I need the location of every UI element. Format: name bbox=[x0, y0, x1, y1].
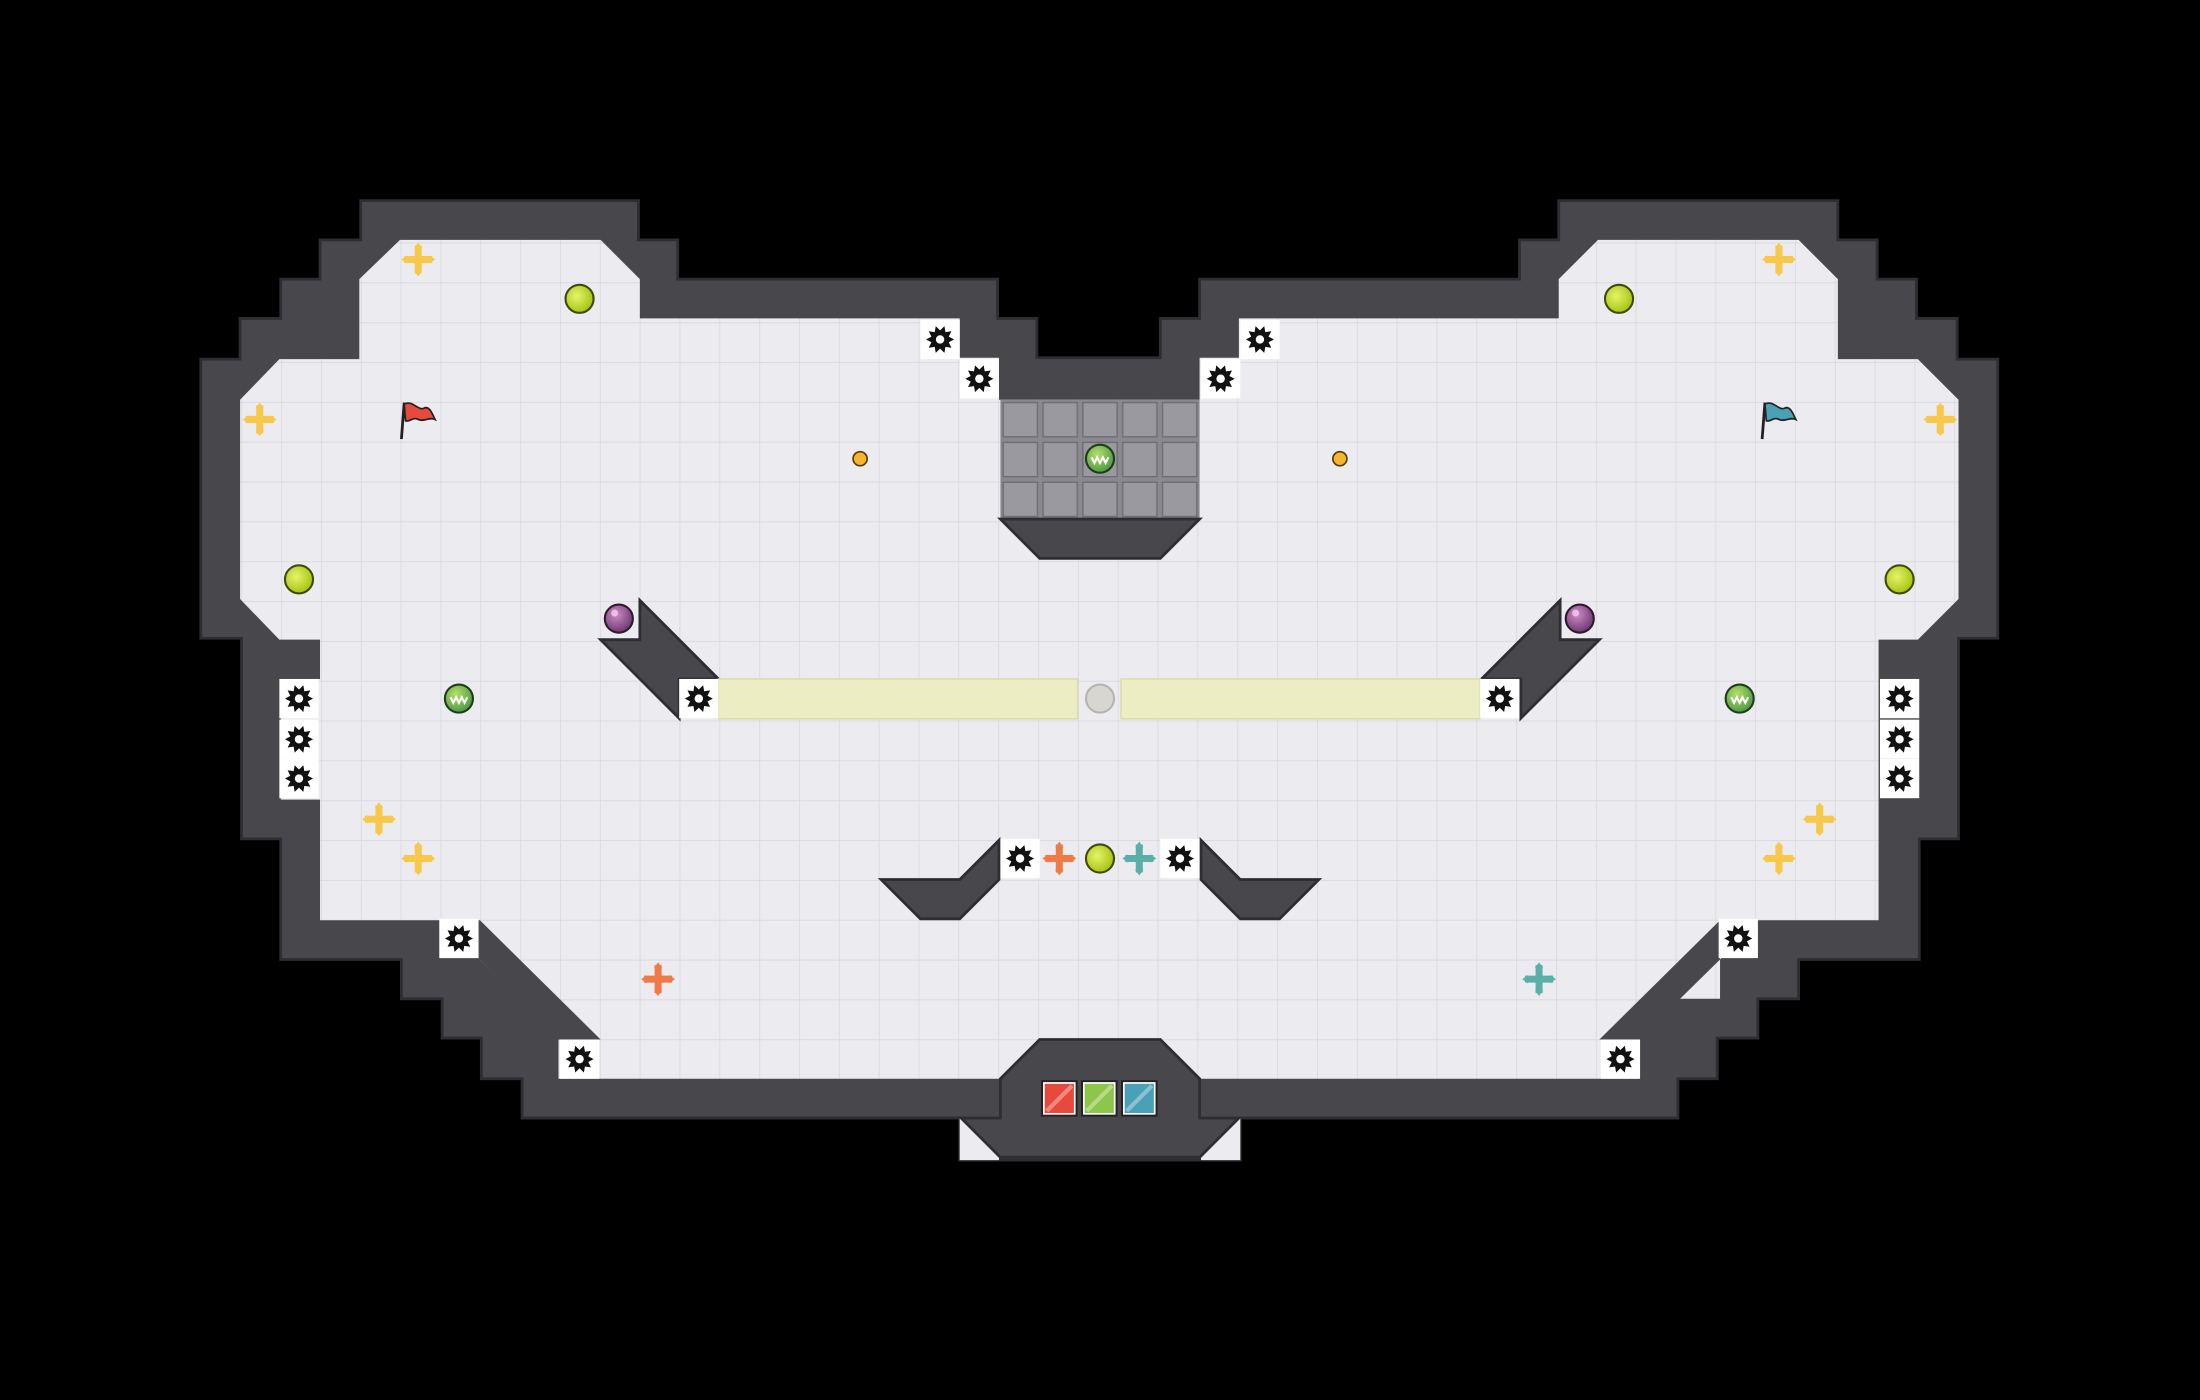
spike-icon bbox=[1879, 758, 1920, 799]
bottom-wall-right-diagonal bbox=[1599, 920, 1721, 1040]
floor bbox=[240, 239, 1959, 1079]
spike-icon bbox=[439, 918, 479, 959]
pressure-button-icon bbox=[1884, 564, 1915, 595]
boost-cross-icon bbox=[641, 962, 675, 996]
boost-cross-icon bbox=[362, 802, 396, 837]
boost-cross-icon bbox=[242, 402, 277, 437]
boost-cross-icon bbox=[1122, 841, 1157, 876]
flag-icon[interactable] bbox=[1760, 402, 1798, 440]
spike-icon bbox=[1480, 678, 1520, 719]
center-wall bbox=[997, 517, 1203, 560]
team-tile-green bbox=[1081, 1080, 1118, 1117]
boost-cross-icon bbox=[401, 841, 436, 876]
boost-cross-icon bbox=[1762, 841, 1796, 876]
spike-icon bbox=[1600, 1039, 1641, 1079]
lower-wall-right bbox=[1199, 836, 1323, 921]
spike-icon bbox=[1000, 838, 1040, 879]
circle-marker-icon bbox=[1084, 683, 1116, 714]
portal-icon bbox=[443, 683, 474, 714]
spike-icon bbox=[1879, 678, 1920, 719]
pressure-button-icon bbox=[564, 283, 595, 314]
spike-icon bbox=[959, 359, 999, 399]
boost-cross-icon bbox=[1802, 802, 1837, 837]
spike-icon bbox=[279, 758, 319, 799]
pressure-button-icon bbox=[1603, 283, 1635, 314]
spike-icon bbox=[1160, 838, 1200, 879]
diagonal-wall-right bbox=[1478, 597, 1603, 722]
spike-icon bbox=[559, 1039, 600, 1079]
boost-cross-icon bbox=[401, 242, 436, 277]
pressure-button-icon bbox=[283, 564, 315, 595]
neutral-zone-right bbox=[1120, 678, 1481, 720]
spike-icon bbox=[1879, 719, 1920, 759]
boost-cross-icon bbox=[1762, 242, 1796, 277]
bomb-icon bbox=[603, 603, 634, 634]
portal-icon bbox=[1084, 443, 1116, 474]
team-tile-red bbox=[1041, 1080, 1078, 1117]
spike-icon bbox=[679, 678, 719, 719]
bottom-wall-left-diagonal bbox=[479, 920, 601, 1040]
boost-cross-icon bbox=[1923, 402, 1958, 437]
team-tile-blue bbox=[1121, 1080, 1158, 1117]
spike-icon bbox=[1718, 918, 1758, 959]
spike-icon bbox=[1201, 359, 1241, 399]
boost-cross-icon bbox=[1522, 962, 1556, 996]
spike-icon bbox=[920, 319, 960, 360]
powerup-token-icon bbox=[1332, 450, 1348, 467]
powerup-token-icon bbox=[852, 450, 868, 467]
bomb-icon bbox=[1564, 603, 1595, 634]
lower-wall-left bbox=[877, 836, 1001, 921]
neutral-zone-left bbox=[717, 678, 1079, 720]
spike-icon bbox=[1240, 319, 1280, 360]
pressure-button-icon bbox=[1084, 843, 1116, 874]
portal-icon bbox=[1724, 683, 1755, 714]
spike-icon bbox=[279, 678, 319, 719]
boost-cross-icon bbox=[1042, 841, 1077, 876]
spike-icon bbox=[279, 719, 319, 759]
flag-icon[interactable] bbox=[400, 402, 437, 440]
